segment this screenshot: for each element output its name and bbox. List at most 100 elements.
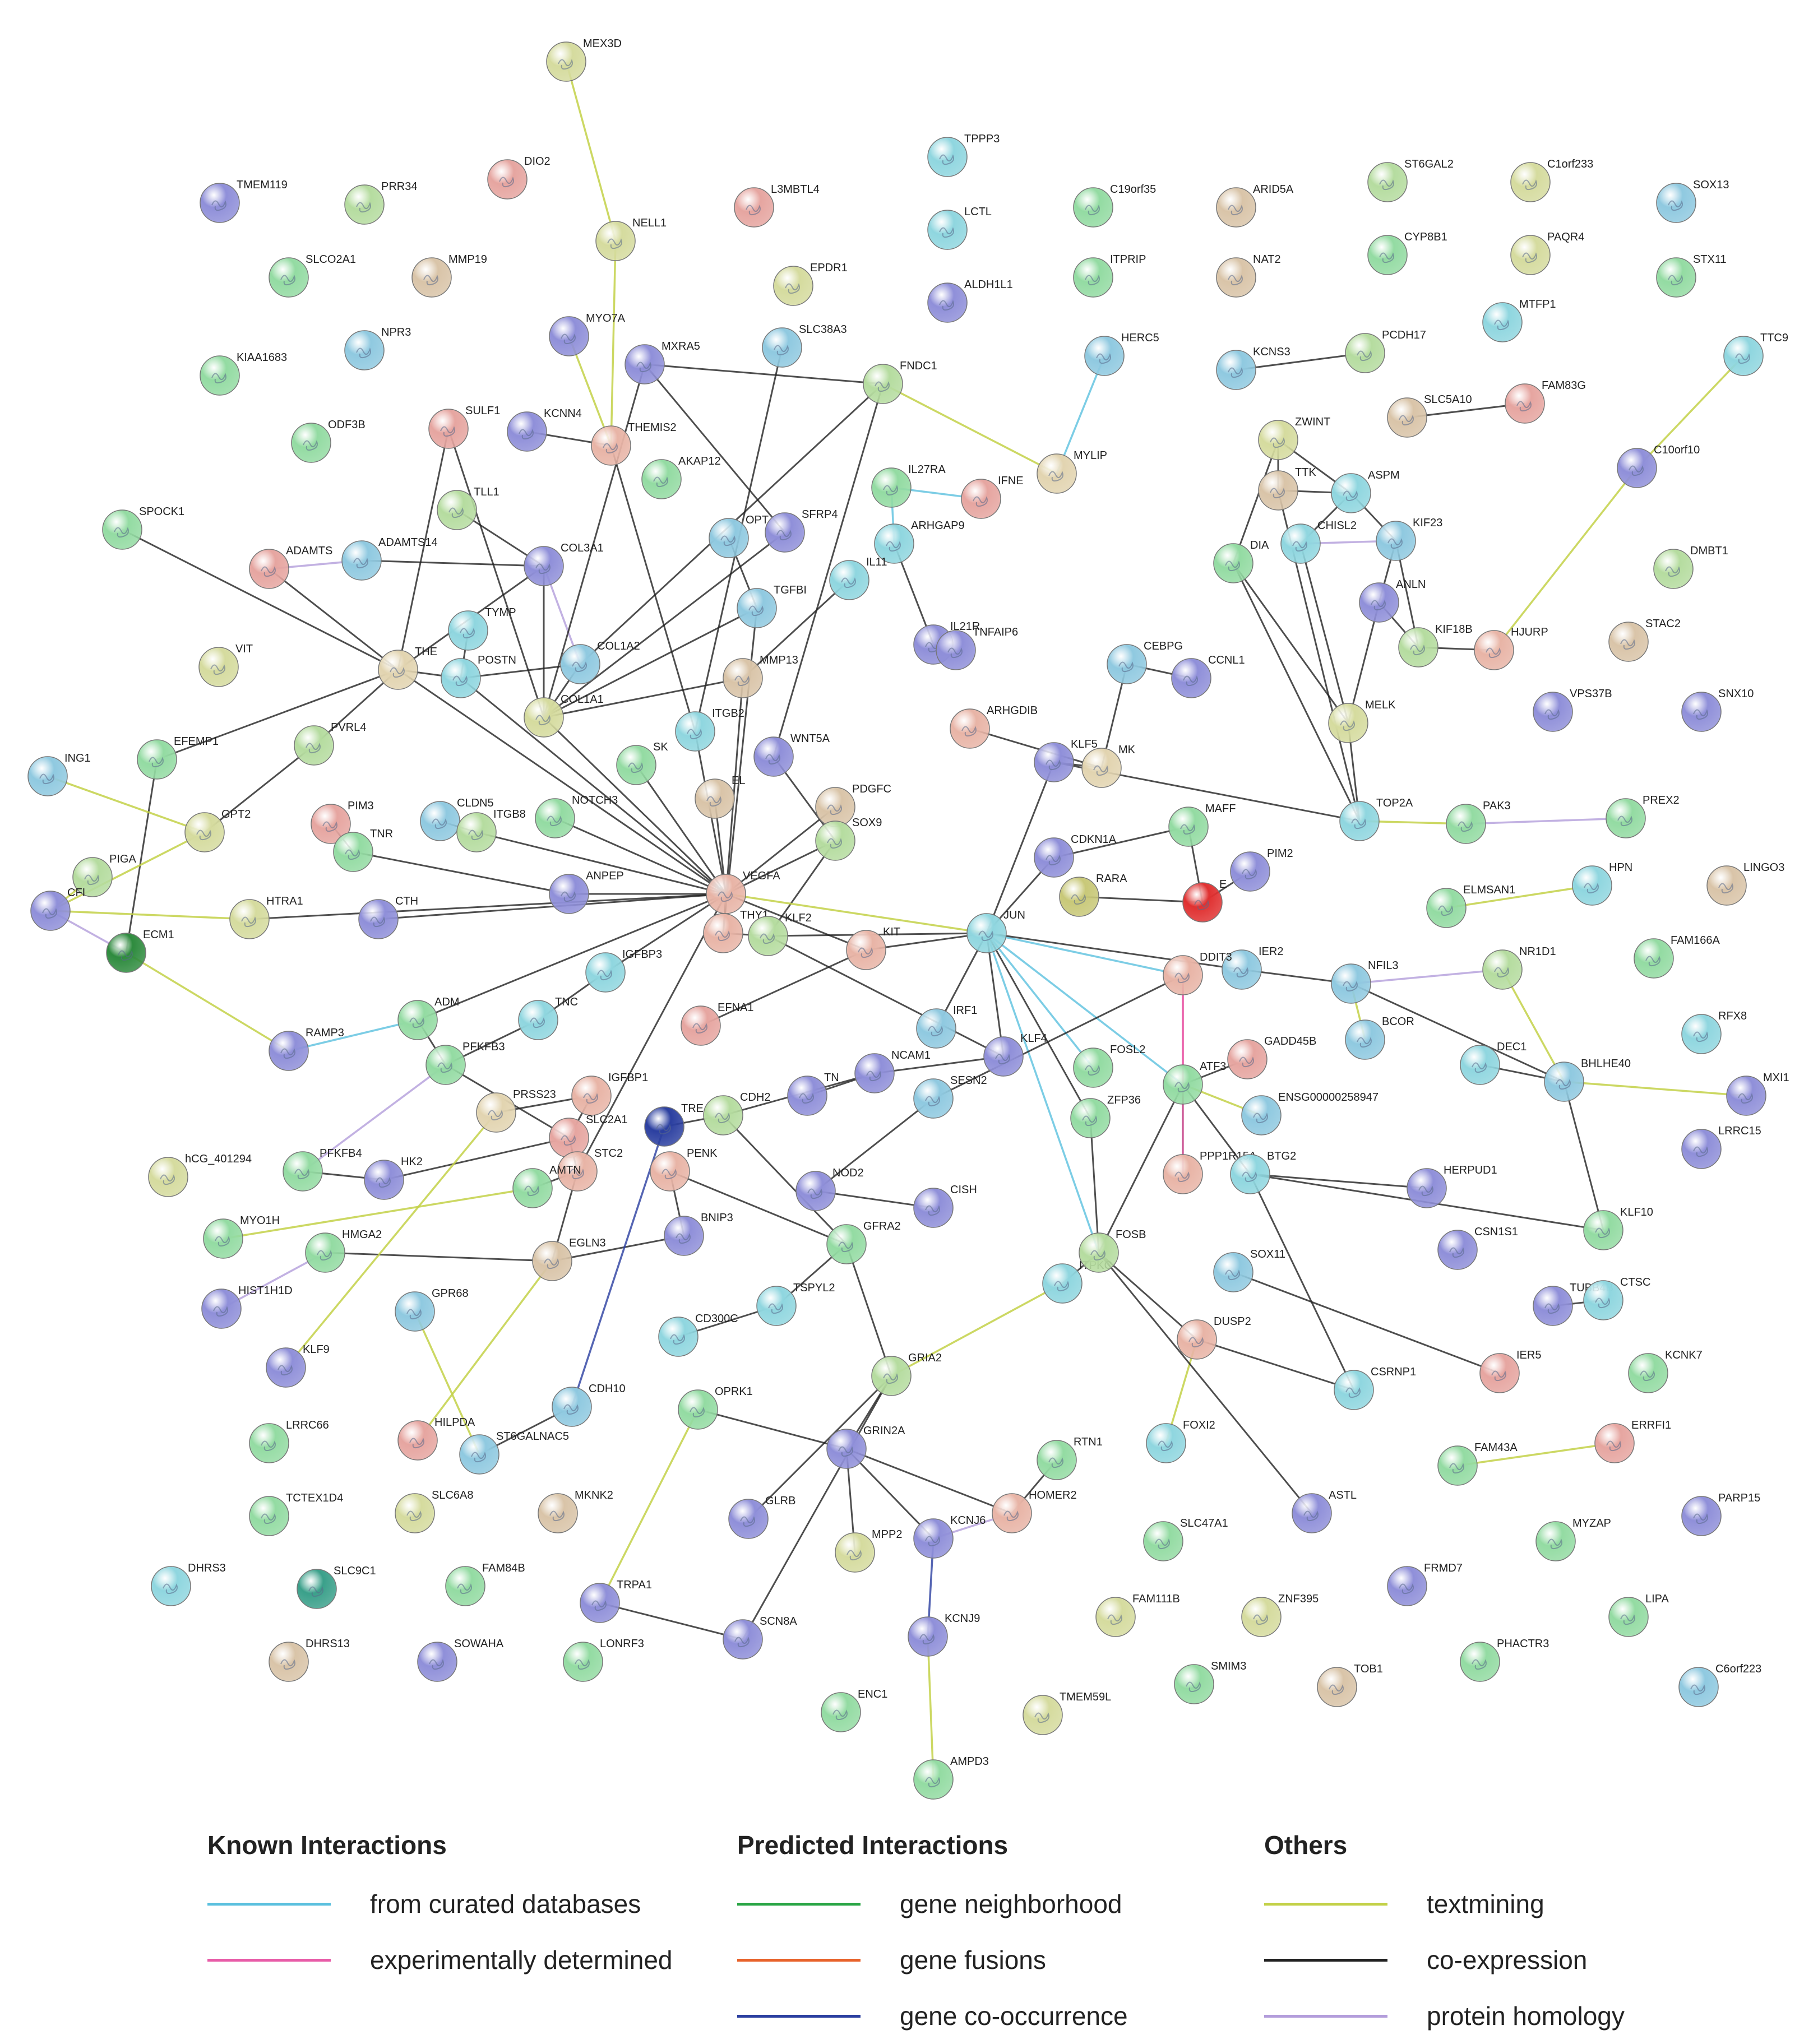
node-C10orf10[interactable]: C10orf10 [1617, 444, 1700, 488]
node-PVRL4[interactable]: PVRL4 [294, 721, 366, 766]
node-SULF1[interactable]: SULF1 [428, 405, 500, 449]
node-EPDR1[interactable]: EPDR1 [773, 262, 848, 306]
node-TNFAIP6[interactable]: TNFAIP6 [936, 626, 1018, 670]
node-SOX11[interactable]: SOX11 [1213, 1248, 1285, 1292]
node-PHACTR3[interactable]: PHACTR3 [1460, 1638, 1549, 1682]
node-KCNS3[interactable]: KCNS3 [1216, 346, 1290, 390]
node-ST6GAL2[interactable]: ST6GAL2 [1367, 158, 1454, 202]
node-TLL1[interactable]: TLL1 [437, 486, 499, 530]
node-THE[interactable]: THE [378, 646, 437, 690]
node-ITGB2[interactable]: ITGB2 [675, 707, 744, 752]
node-DUSP2[interactable]: DUSP2 [1177, 1315, 1251, 1360]
node-HK2[interactable]: HK2 [364, 1156, 423, 1200]
node-FAM43A[interactable]: FAM43A [1437, 1442, 1518, 1486]
node-ELMSAN1[interactable]: ELMSAN1 [1426, 884, 1515, 928]
node-KIF23[interactable]: KIF23 [1376, 517, 1442, 561]
node-TTK[interactable]: TTK [1258, 466, 1316, 511]
node-PREX2[interactable]: PREX2 [1606, 794, 1680, 838]
node-CTH[interactable]: CTH [358, 895, 418, 939]
node-NAT2[interactable]: NAT2 [1216, 253, 1281, 298]
node-SCN8A[interactable]: SCN8A [723, 1615, 797, 1660]
node-ERRFI1[interactable]: ERRFI1 [1594, 1419, 1671, 1463]
node-PENK[interactable]: PENK [650, 1147, 718, 1192]
node-HERC5[interactable]: HERC5 [1084, 332, 1159, 376]
node-C19orf35[interactable]: C19orf35 [1073, 183, 1156, 228]
node-IFNE[interactable]: IFNE [961, 475, 1024, 519]
node-ITPRIP[interactable]: ITPRIP [1073, 253, 1146, 298]
node-HIST1H1D[interactable]: HIST1H1D [201, 1285, 293, 1329]
node-THEMIS2[interactable]: THEMIS2 [591, 421, 677, 466]
node-CTSC[interactable]: CTSC [1583, 1276, 1650, 1320]
node-IL11[interactable]: IL11 [829, 556, 887, 600]
node-SLC6A8[interactable]: SLC6A8 [395, 1489, 474, 1533]
node-JUN[interactable]: JUN [966, 909, 1025, 953]
node-TMEM119[interactable]: TMEM119 [200, 179, 288, 223]
node-COL1A2[interactable]: COL1A2 [560, 640, 640, 684]
node-POSTN[interactable]: POSTN [441, 654, 516, 698]
node-MTFP1[interactable]: MTFP1 [1482, 298, 1556, 342]
node-PRSS23[interactable]: PRSS23 [476, 1088, 556, 1133]
node-KCNJ6[interactable]: KCNJ6 [913, 1514, 986, 1559]
node-FOXI2[interactable]: FOXI2 [1146, 1419, 1215, 1463]
node-DHRS3[interactable]: DHRS3 [151, 1562, 226, 1606]
node-DDIT3[interactable]: DDIT3 [1163, 951, 1232, 995]
node-AMPD3[interactable]: AMPD3 [913, 1755, 989, 1800]
node-SLC9C1[interactable]: SLC9C1 [297, 1565, 376, 1609]
node-HPN[interactable]: HPN [1572, 861, 1632, 906]
node-CISH[interactable]: CISH [913, 1184, 977, 1228]
node-MMP19[interactable]: MMP19 [411, 253, 487, 298]
node-PFKFB4[interactable]: PFKFB4 [283, 1147, 362, 1192]
node-HMGA2[interactable]: HMGA2 [305, 1229, 382, 1273]
node-SOWAHA[interactable]: SOWAHA [417, 1638, 504, 1682]
node-SLC2A1[interactable]: SLC2A1 [549, 1114, 628, 1158]
node-KCNJ9[interactable]: KCNJ9 [908, 1612, 980, 1657]
node-TOB1[interactable]: TOB1 [1317, 1663, 1383, 1707]
node-TN[interactable]: TN [787, 1072, 839, 1116]
node-ECM1[interactable]: ECM1 [106, 929, 174, 973]
node-GFRA2[interactable]: GFRA2 [826, 1220, 901, 1264]
node-ST6GALNAC5[interactable]: ST6GALNAC5 [459, 1430, 569, 1475]
node-DHRS13[interactable]: DHRS13 [269, 1638, 350, 1682]
node-HOMER2[interactable]: HOMER2 [992, 1489, 1077, 1533]
node-MK[interactable]: MK [1081, 744, 1136, 788]
node-ZWINT[interactable]: ZWINT [1258, 416, 1330, 460]
node-CHISL2[interactable]: CHISL2 [1280, 520, 1357, 564]
node-LINGO3[interactable]: LINGO3 [1706, 861, 1784, 906]
node-C1orf233[interactable]: C1orf233 [1510, 158, 1593, 202]
node-ING1[interactable]: ING1 [27, 752, 91, 796]
node-HTRA1[interactable]: HTRA1 [229, 895, 303, 939]
node-WNT5A[interactable]: WNT5A [753, 733, 830, 777]
node-ANLN[interactable]: ANLN [1359, 578, 1426, 623]
node-RARA[interactable]: RARA [1059, 873, 1127, 917]
node-BHLHE40[interactable]: BHLHE40 [1544, 1058, 1631, 1102]
node-PIGA[interactable]: PIGA [72, 853, 136, 897]
node-CDH2[interactable]: CDH2 [703, 1091, 770, 1135]
node-NCAM1[interactable]: NCAM1 [854, 1049, 931, 1093]
node-LCTL[interactable]: LCTL [927, 206, 992, 250]
node-KLF5[interactable]: KLF5 [1034, 738, 1098, 782]
node-KLF10[interactable]: KLF10 [1583, 1206, 1653, 1250]
node-MAFF[interactable]: MAFF [1168, 803, 1236, 847]
node-CLDN5[interactable]: CLDN5 [420, 797, 494, 841]
node-IER5[interactable]: IER5 [1479, 1349, 1541, 1393]
node-RFX8[interactable]: RFX8 [1681, 1010, 1747, 1054]
node-SPOCK1[interactable]: SPOCK1 [102, 506, 184, 550]
node-MELK[interactable]: MELK [1328, 699, 1396, 743]
node-PAQR4[interactable]: PAQR4 [1510, 231, 1584, 275]
node-KLF2[interactable]: KLF2 [748, 912, 812, 956]
node-OPT[interactable]: OPT [709, 514, 769, 558]
node-KCNN4[interactable]: KCNN4 [507, 407, 582, 452]
node-ASPM[interactable]: ASPM [1331, 469, 1400, 513]
node-STX11[interactable]: STX11 [1656, 253, 1727, 298]
node-MYO1H[interactable]: MYO1H [203, 1215, 280, 1259]
node-IL27RA[interactable]: IL27RA [871, 464, 946, 508]
node-HILPDA[interactable]: HILPDA [397, 1416, 475, 1461]
node-CYP8B1[interactable]: CYP8B1 [1367, 231, 1447, 275]
node-C6orf223[interactable]: C6orf223 [1678, 1663, 1761, 1707]
node-VPS37B[interactable]: VPS37B [1533, 688, 1612, 732]
node-SOX9[interactable]: SOX9 [815, 817, 882, 861]
node-SMIM3[interactable]: SMIM3 [1174, 1660, 1246, 1704]
node-CCNL1[interactable]: CCNL1 [1171, 654, 1245, 698]
node-PIM2[interactable]: PIM2 [1230, 847, 1293, 892]
node-NOD2[interactable]: NOD2 [795, 1167, 864, 1211]
